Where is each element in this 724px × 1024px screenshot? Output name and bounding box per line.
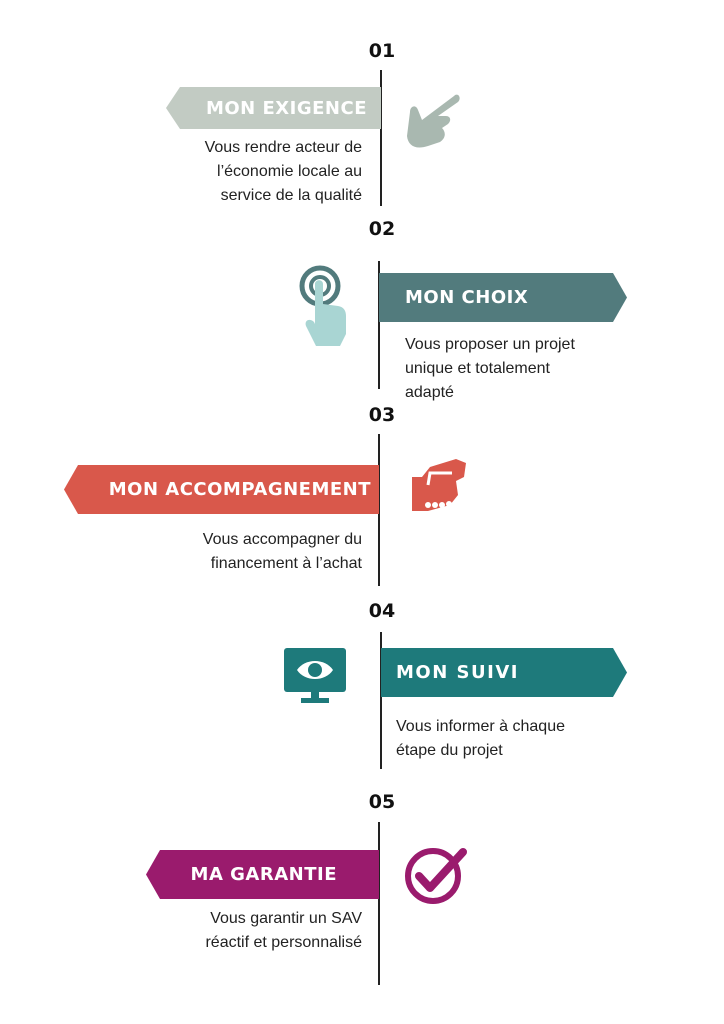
desc-line: réactif et personnalisé — [205, 934, 362, 951]
step-description: Vous garantir un SAV réactif et personna… — [205, 907, 362, 955]
step-banner: MON ACCOMPAGNEMENT — [64, 465, 379, 514]
step-number: 05 — [368, 791, 396, 813]
timeline-line — [378, 434, 380, 586]
step-banner: MA GARANTIE — [146, 850, 379, 899]
step-number: 01 — [368, 40, 396, 62]
touch-target-icon — [299, 265, 346, 346]
desc-line: Vous garantir un SAV — [210, 910, 362, 927]
step-description: Vous accompagner du financement à l’acha… — [203, 528, 362, 576]
step-number: 04 — [368, 600, 396, 622]
timeline-line — [380, 632, 382, 769]
desc-line: étape du projet — [396, 742, 503, 759]
step-banner: MON SUIVI — [381, 648, 627, 697]
step-number: 02 — [368, 218, 396, 240]
desc-line: Vous rendre acteur de — [204, 139, 362, 156]
timeline-line — [378, 261, 380, 389]
handshake-icon — [412, 459, 466, 511]
desc-line: unique et totalement — [405, 360, 550, 377]
desc-line: service de la qualité — [220, 187, 362, 204]
desc-line: financement à l’achat — [210, 555, 362, 572]
step-description: Vous rendre acteur de l’économie locale … — [205, 136, 362, 208]
check-circle-icon — [405, 848, 467, 904]
desc-line: adapté — [405, 384, 454, 401]
step-banner: MON EXIGENCE — [166, 87, 381, 129]
timeline-line — [380, 70, 382, 206]
pointing-hand-icon — [407, 94, 460, 148]
desc-line: Vous accompagner du — [202, 531, 362, 548]
step-description: Vous informer à chaque étape du projet — [396, 715, 565, 763]
desc-line: Vous informer à chaque — [396, 718, 565, 735]
monitor-eye-icon — [284, 648, 346, 703]
timeline-line — [378, 822, 380, 985]
desc-line: Vous proposer un projet — [405, 336, 575, 353]
desc-line: l’économie locale au — [217, 163, 362, 180]
step-banner: MON CHOIX — [379, 273, 627, 322]
step-number: 03 — [368, 404, 396, 426]
step-description: Vous proposer un projet unique et totale… — [405, 333, 575, 405]
